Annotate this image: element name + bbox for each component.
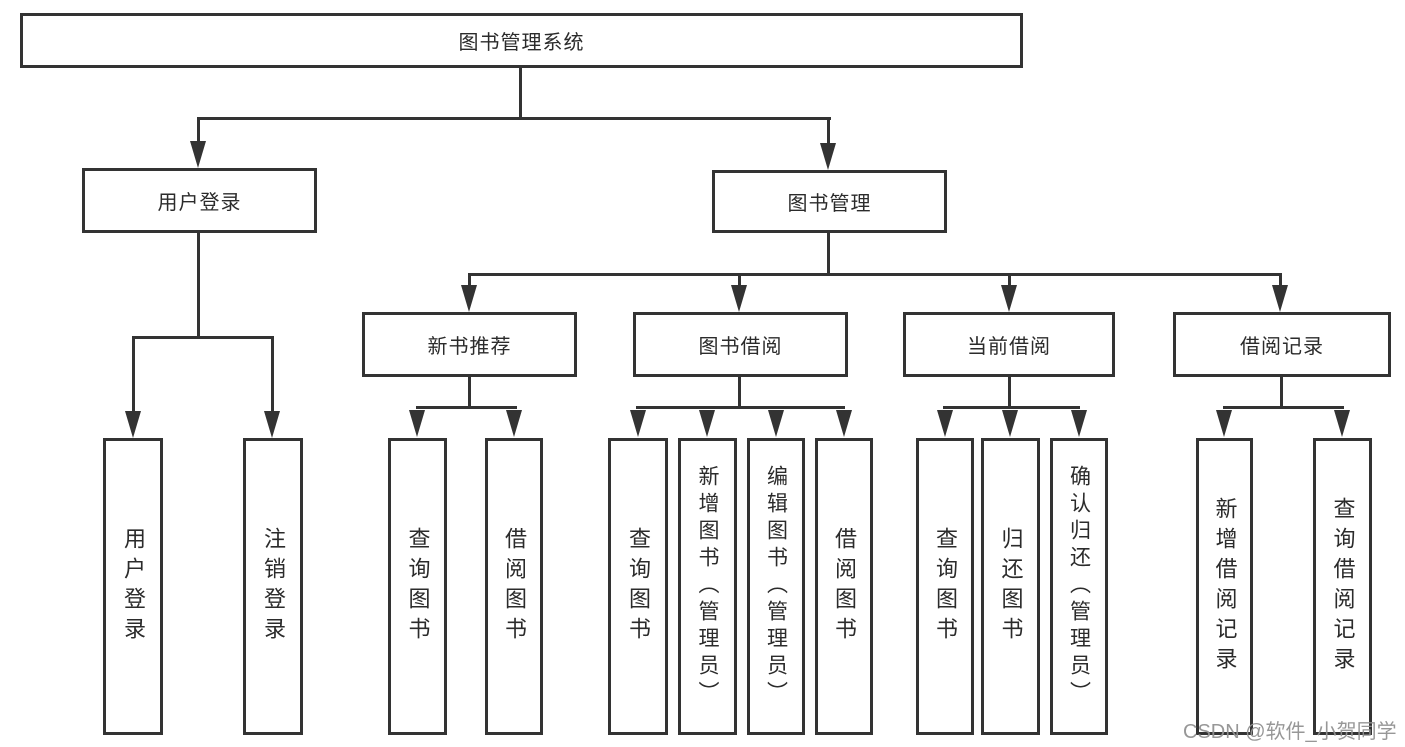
arrow-down-icon xyxy=(731,285,747,312)
connector-cb-split xyxy=(943,406,1080,409)
leaf-cb-query-book: 查询图书 xyxy=(916,438,974,735)
arrow-down-icon xyxy=(1216,410,1232,437)
node-label: 新增图书（管理员） xyxy=(696,465,719,708)
node-label: 归还图书 xyxy=(998,526,1024,647)
connector-stub xyxy=(738,273,741,289)
leaf-nbr-query-book: 查询图书 xyxy=(388,438,447,735)
connector-bb-split xyxy=(636,406,845,409)
leaf-logout: 注销登录 xyxy=(243,438,303,735)
connector-stub xyxy=(271,336,274,413)
arrow-down-icon xyxy=(125,411,141,438)
arrow-down-icon xyxy=(1071,410,1087,437)
connector-stub xyxy=(1008,273,1011,289)
node-label: 借阅图书 xyxy=(502,526,527,647)
node-label: 用户登录 xyxy=(121,526,146,647)
connector-br-split xyxy=(1223,406,1344,409)
node-label: 新书推荐 xyxy=(427,336,512,358)
node-label: 查询图书 xyxy=(405,526,431,647)
arrow-down-icon xyxy=(768,410,784,437)
arrow-down-icon xyxy=(1001,285,1017,312)
node-user-login: 用户登录 xyxy=(82,168,317,233)
connector-cb-drop xyxy=(1008,377,1011,408)
arrow-down-icon xyxy=(506,410,522,437)
node-label: 借阅记录 xyxy=(1240,336,1324,358)
arrow-down-icon xyxy=(836,410,852,437)
node-label: 编辑图书（管理员） xyxy=(764,465,788,708)
arrow-down-icon xyxy=(820,143,836,170)
connector-stub xyxy=(197,117,200,145)
connector-userlogin-drop xyxy=(197,233,200,339)
node-label: 用户登录 xyxy=(157,192,242,214)
connector-bookmgmt-split xyxy=(468,273,1282,276)
connector-root-drop xyxy=(519,68,522,120)
arrow-down-icon xyxy=(937,410,953,437)
connector-stub xyxy=(468,273,471,289)
leaf-cb-confirm-return-admin: 确认归还（管理员） xyxy=(1050,438,1108,735)
leaf-cb-return-book: 归还图书 xyxy=(981,438,1040,735)
node-label: 确认归还（管理员） xyxy=(1067,465,1091,708)
connector-bookmgmt-drop xyxy=(827,233,830,276)
connector-nbr-split xyxy=(416,406,517,409)
connector-root-split xyxy=(197,117,831,120)
leaf-bb-query-book: 查询图书 xyxy=(608,438,668,735)
leaf-nbr-borrow-book: 借阅图书 xyxy=(485,438,543,735)
connector-br-drop xyxy=(1280,377,1283,408)
leaf-user-login: 用户登录 xyxy=(103,438,163,735)
connector-bb-drop xyxy=(738,377,741,408)
node-label: 当前借阅 xyxy=(967,336,1051,358)
node-label: 图书管理 xyxy=(787,193,872,215)
connector-stub xyxy=(1279,273,1282,289)
node-borrowing-records: 借阅记录 xyxy=(1173,312,1391,377)
node-new-book-recommend: 新书推荐 xyxy=(362,312,577,377)
arrow-down-icon xyxy=(699,410,715,437)
node-label: 借阅图书 xyxy=(832,526,857,647)
connector-nbr-drop xyxy=(468,377,471,408)
arrow-down-icon xyxy=(1272,285,1288,312)
leaf-bb-borrow-book: 借阅图书 xyxy=(815,438,873,735)
connector-stub xyxy=(132,336,135,413)
arrow-down-icon xyxy=(409,410,425,437)
arrow-down-icon xyxy=(190,141,206,168)
node-label: 查询借阅记录 xyxy=(1330,496,1356,677)
watermark-text: CSDN @软件_小贺同学 xyxy=(1183,721,1397,743)
arrow-down-icon xyxy=(630,410,646,437)
leaf-bb-edit-book-admin: 编辑图书（管理员） xyxy=(747,438,805,735)
node-label: 图书管理系统 xyxy=(458,32,585,54)
arrow-down-icon xyxy=(1334,410,1350,437)
arrow-down-icon xyxy=(1002,410,1018,437)
node-label: 注销登录 xyxy=(261,526,286,647)
leaf-br-query-record: 查询借阅记录 xyxy=(1313,438,1372,735)
node-book-management: 图书管理 xyxy=(712,170,947,233)
leaf-br-add-record: 新增借阅记录 xyxy=(1196,438,1253,735)
connector-stub xyxy=(827,117,830,145)
node-label: 图书借阅 xyxy=(698,336,783,358)
connector-userlogin-split xyxy=(132,336,273,339)
leaf-bb-add-book-admin: 新增图书（管理员） xyxy=(678,438,737,735)
node-label: 新增借阅记录 xyxy=(1212,496,1238,677)
arrow-down-icon xyxy=(461,285,477,312)
node-label: 查询图书 xyxy=(933,526,958,647)
node-book-borrowing: 图书借阅 xyxy=(633,312,848,377)
node-root-system: 图书管理系统 xyxy=(20,13,1023,68)
node-current-borrowing: 当前借阅 xyxy=(903,312,1115,377)
node-label: 查询图书 xyxy=(626,526,651,647)
arrow-down-icon xyxy=(264,411,280,438)
